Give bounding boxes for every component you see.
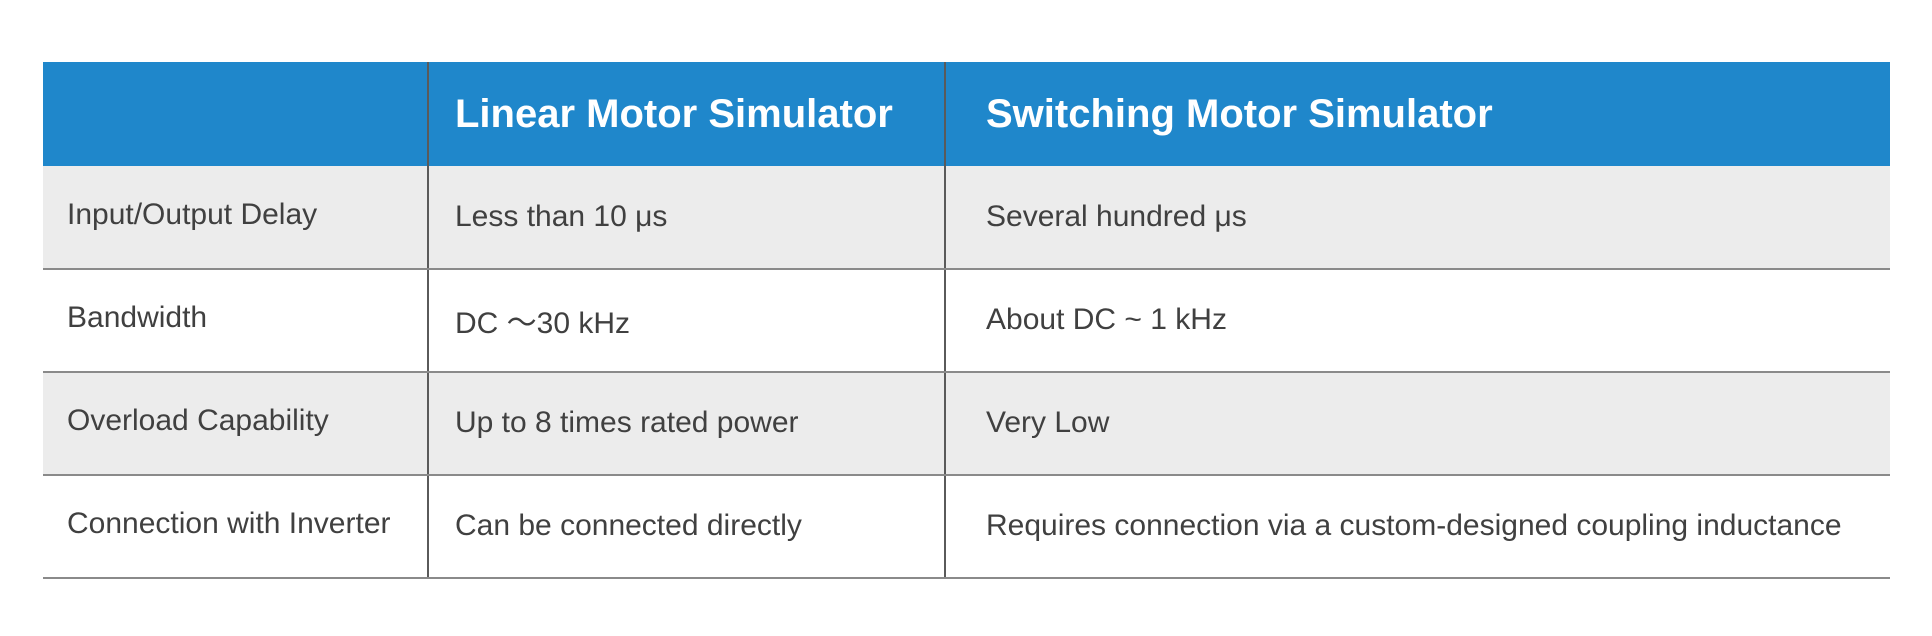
row-label-cell: Input/Output Delay bbox=[43, 165, 428, 270]
linear-value-cell: DC ～30 kHz bbox=[427, 268, 945, 373]
table-row: Input/Output Delay Less than 10 μs Sever… bbox=[43, 165, 1890, 270]
header-cell-blank bbox=[43, 62, 428, 166]
header-cell-linear-motor-simulator: Linear Motor Simulator bbox=[427, 62, 945, 166]
table-body: Input/Output Delay Less than 10 μs Sever… bbox=[43, 165, 1890, 579]
table-row: Connection with Inverter Can be connecte… bbox=[43, 474, 1890, 579]
table-row: Bandwidth DC ～30 kHz About DC ~ 1 kHz bbox=[43, 268, 1890, 373]
switching-value-cell: Several hundred μs bbox=[944, 165, 1890, 270]
header-cell-switching-motor-simulator: Switching Motor Simulator bbox=[944, 62, 1890, 166]
row-label-cell: Bandwidth bbox=[43, 268, 428, 373]
switching-value-cell: About DC ~ 1 kHz bbox=[944, 268, 1890, 373]
comparison-table: Linear Motor Simulator Switching Motor S… bbox=[43, 62, 1890, 579]
header-row: Linear Motor Simulator Switching Motor S… bbox=[43, 62, 1890, 166]
switching-value-cell: Requires connection via a custom-designe… bbox=[944, 474, 1890, 579]
row-label-cell: Overload Capability bbox=[43, 371, 428, 476]
linear-value-cell: Less than 10 μs bbox=[427, 165, 945, 270]
linear-value-cell: Can be connected directly bbox=[427, 474, 945, 579]
row-label-cell: Connection with Inverter bbox=[43, 474, 428, 579]
switching-value-cell: Very Low bbox=[944, 371, 1890, 476]
table-row: Overload Capability Up to 8 times rated … bbox=[43, 371, 1890, 476]
table-header: Linear Motor Simulator Switching Motor S… bbox=[43, 62, 1890, 166]
linear-value-cell: Up to 8 times rated power bbox=[427, 371, 945, 476]
